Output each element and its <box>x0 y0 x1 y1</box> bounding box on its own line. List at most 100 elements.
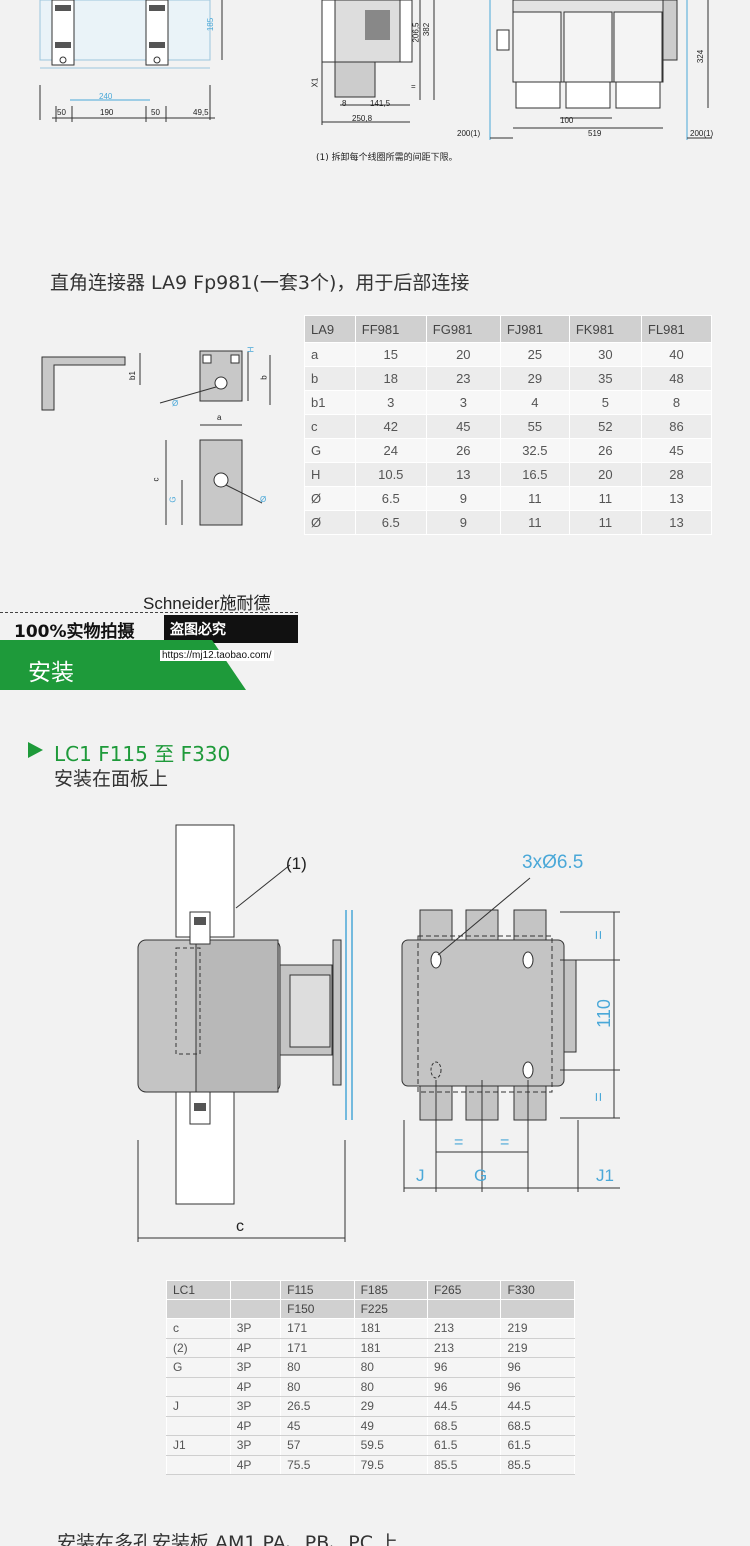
dim-141-5: 141,5 <box>370 99 391 108</box>
table-cell: 23 <box>425 366 501 391</box>
dim-185: 185 <box>206 17 216 32</box>
table-cell <box>166 1416 231 1436</box>
table-cell: 86 <box>640 414 713 439</box>
table-cell: 44.5 <box>500 1396 575 1417</box>
table-cell: 6.5 <box>354 510 427 535</box>
triangle-bullet-icon <box>28 742 43 758</box>
table-cell <box>166 1377 231 1397</box>
header-cell: F115 <box>280 1280 355 1300</box>
table-header-row: F150 F225 <box>166 1299 575 1319</box>
dim-eq-mid: = <box>411 82 416 91</box>
eq-label-top: = <box>590 930 608 940</box>
table-cell: 4P <box>229 1416 282 1436</box>
label-G: G <box>168 496 178 503</box>
table-cell: 13 <box>640 486 713 511</box>
table-cell: 3 <box>425 390 501 415</box>
table-cell: 26 <box>425 438 501 463</box>
table-cell: G <box>166 1357 231 1378</box>
header-cell: F265 <box>427 1280 502 1300</box>
table-cell: 171 <box>280 1338 355 1358</box>
dim-240: 240 <box>99 92 113 101</box>
table-cell: 80 <box>280 1357 355 1378</box>
table-cell: 4 <box>499 390 570 415</box>
label-dia-bottom: Ø <box>260 495 267 504</box>
table-cell: H <box>304 462 356 487</box>
table-cell: 79.5 <box>353 1455 429 1475</box>
dim-519: 519 <box>588 129 602 138</box>
table-cell: 26 <box>568 438 642 463</box>
table-cell: 68.5 <box>427 1416 502 1436</box>
table-cell: 96 <box>427 1357 502 1378</box>
header-cell <box>229 1299 282 1319</box>
table-cell: 213 <box>427 1338 502 1358</box>
eq-label-left: = <box>454 1134 464 1151</box>
table-cell: 171 <box>280 1318 355 1339</box>
label-b: b <box>259 375 269 380</box>
dim-49-5: 49,5 <box>193 108 209 117</box>
dim-c-label: c <box>236 1218 244 1235</box>
table-cell: 4P <box>229 1377 282 1397</box>
table-cell: 61.5 <box>500 1435 575 1456</box>
table-cell: 13 <box>640 510 713 535</box>
table-cell: 26.5 <box>280 1396 355 1417</box>
table-cell: 85.5 <box>500 1455 575 1475</box>
table-cell: 32.5 <box>499 438 570 463</box>
table-cell: 8 <box>640 390 713 415</box>
table-cell: J <box>166 1396 231 1417</box>
table-cell: 11 <box>568 486 642 511</box>
table-cell: b <box>304 366 356 391</box>
dim-200-left: 200(1) <box>457 129 481 138</box>
table-cell: 181 <box>353 1318 429 1339</box>
dim-382: 382 <box>422 22 432 37</box>
table-cell: 55 <box>499 414 570 439</box>
table-cell: 16.5 <box>499 462 570 487</box>
table-cell: 96 <box>500 1357 575 1378</box>
dim-x1: X1 <box>310 77 320 88</box>
eq-label-bottom: = <box>590 1092 608 1102</box>
table-cell: 45 <box>640 438 713 463</box>
table-cell: 13 <box>425 462 501 487</box>
table-cell: 4P <box>229 1455 282 1475</box>
header-cell: F150 <box>280 1299 355 1319</box>
dim-206-5: 206,5 <box>411 22 421 43</box>
table-cell: 45 <box>425 414 501 439</box>
table-cell: Ø <box>304 510 356 535</box>
dim-J-label: J <box>416 1166 425 1185</box>
label-b1: b1 <box>127 371 137 380</box>
table-cell: 25 <box>499 342 570 367</box>
table-cell: 29 <box>353 1396 429 1417</box>
table-cell: 35 <box>568 366 642 391</box>
top-footnote: (1) 拆卸每个线圈所需的间距下限。 <box>316 153 458 163</box>
header-cell: LC1 <box>166 1280 231 1300</box>
table-cell: 28 <box>640 462 713 487</box>
table-cell: 20 <box>425 342 501 367</box>
header-cell: FJ981 <box>499 315 570 343</box>
header-cell <box>229 1280 282 1300</box>
table-cell: 29 <box>499 366 570 391</box>
table-cell: 11 <box>568 510 642 535</box>
slogan: 100%实物拍摄 <box>14 622 135 642</box>
note-1-label: (1) <box>286 854 307 873</box>
header-cell: F185 <box>353 1280 429 1300</box>
connector-drawing-svg <box>41 350 271 526</box>
table-cell: 52 <box>568 414 642 439</box>
table-cell: (2) <box>166 1338 231 1358</box>
table-cell: 57 <box>280 1435 355 1456</box>
table-cell: 44.5 <box>427 1396 502 1417</box>
